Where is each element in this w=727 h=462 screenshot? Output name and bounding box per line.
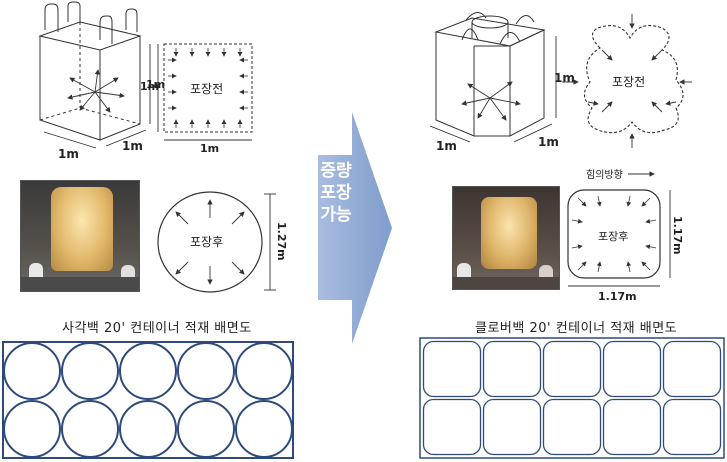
square-bag-cell xyxy=(3,400,61,458)
clover-bag-rounded-cells xyxy=(422,340,722,456)
square-bag-circles xyxy=(3,342,293,458)
square-bag-depth-label-b: 1m xyxy=(122,139,143,153)
rounded-square-label: 포장후 xyxy=(598,230,628,243)
square-bag-cell xyxy=(119,342,177,400)
flat-square-bottom-dim: 1m xyxy=(200,142,219,155)
clover-bag-caption: 클로버백 20' 컨테이너 적재 배면도 xyxy=(475,321,678,336)
clover-bag-cell xyxy=(602,340,662,398)
square-bag-drawing xyxy=(38,1,142,141)
center-arrow-text: 증량포장가능 xyxy=(320,161,352,225)
clover-bag-cell xyxy=(662,340,722,398)
clover-bag-height-label: 1m xyxy=(554,71,575,85)
clover-bag-cell xyxy=(542,340,602,398)
center-arrow xyxy=(318,112,392,344)
square-bag-cell xyxy=(3,342,61,400)
rounded-square-side-dim: 1.17m xyxy=(671,216,684,255)
square-bag-dimension-lines xyxy=(43,44,151,149)
square-bag-cell xyxy=(235,400,293,458)
round-shape-label: 포장후 xyxy=(190,235,223,249)
square-bag-caption: 사각백 20' 컨테이너 적재 배면도 xyxy=(62,321,252,336)
square-bag-cell xyxy=(61,400,119,458)
clover-flat-shape xyxy=(562,14,692,148)
clover-bag-cell xyxy=(422,398,482,456)
clover-bag-drawing xyxy=(434,12,546,137)
clover-bag-cell xyxy=(542,398,602,456)
clover-bag-dimension-lines xyxy=(429,36,557,143)
square-bag-depth-label-a: 1m xyxy=(58,147,79,161)
square-bag-photo xyxy=(20,180,140,292)
clover-bag-force-arrows xyxy=(461,81,521,121)
clover-bag-cell xyxy=(482,398,542,456)
clover-bag-cell xyxy=(482,340,542,398)
rounded-square-bottom-dim: 1.17m xyxy=(598,290,637,303)
force-direction-label: 힘의방향 xyxy=(586,169,623,181)
square-bag-force-arrows xyxy=(67,69,125,113)
rounded-square-shape: 힘의방향 xyxy=(567,169,671,287)
round-shape-dim: 1.27m xyxy=(275,222,288,261)
clover-bag-depth-label-a: 1m xyxy=(436,139,457,153)
square-bag-cell xyxy=(177,342,235,400)
clover-bag-cell xyxy=(602,398,662,456)
clover-bag-cell xyxy=(422,340,482,398)
square-bag-cell xyxy=(119,400,177,458)
square-bag-height-dim: 1m xyxy=(146,78,166,91)
square-bag-cell xyxy=(61,342,119,400)
clover-bag-photo xyxy=(452,186,560,290)
flat-square-label: 포장전 xyxy=(190,82,223,96)
round-shape xyxy=(157,191,276,293)
square-bag-cell xyxy=(177,400,235,458)
clover-bag-depth-label-b: 1m xyxy=(538,135,559,149)
flat-square-shape xyxy=(157,43,253,141)
square-bag-cell xyxy=(235,342,293,400)
flat-square-side-dim: 1m xyxy=(140,80,159,93)
clover-flat-label: 포장전 xyxy=(612,75,645,89)
clover-bag-container-grid xyxy=(419,337,725,459)
clover-bag-cell xyxy=(662,398,722,456)
